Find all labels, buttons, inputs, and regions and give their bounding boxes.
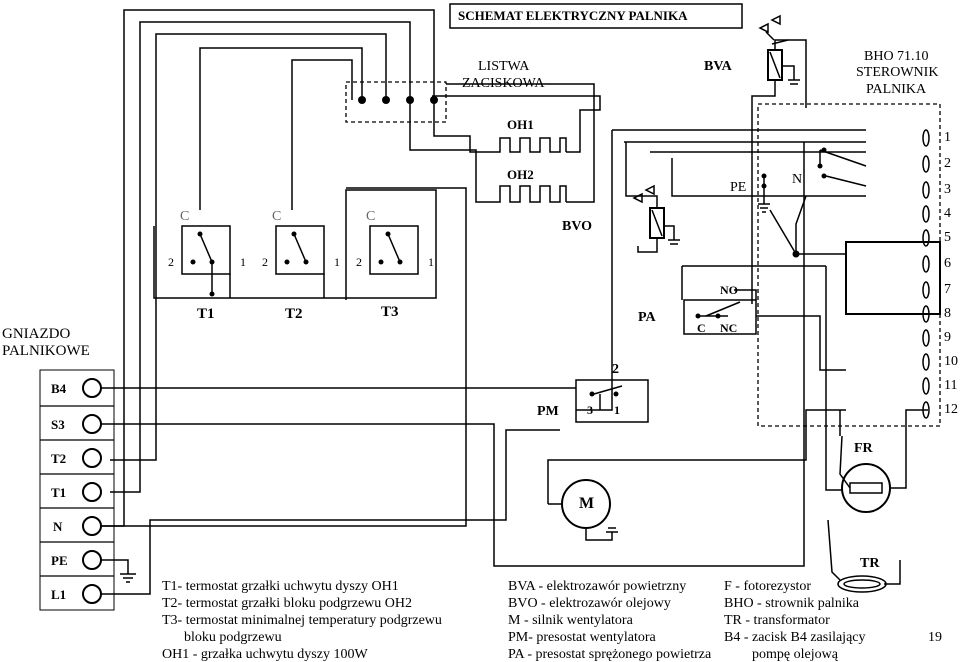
- transformer: [837, 575, 887, 593]
- t2-c-label: C: [272, 209, 282, 224]
- pin-label: 8: [944, 306, 951, 321]
- wire-t2-c: [291, 59, 353, 210]
- pm-pressostat: [575, 379, 649, 423]
- pin-label: 9: [944, 330, 951, 345]
- socket-pins: [82, 378, 102, 604]
- pin-label: 1: [944, 130, 951, 145]
- legend-item: bloku podgrzewu: [184, 630, 282, 645]
- oh1-heater: [492, 137, 567, 153]
- pm-pin-1: 1: [614, 403, 620, 417]
- wire-t2: [110, 33, 387, 461]
- bvo-label: BVO: [562, 219, 593, 234]
- pin-label: 3: [944, 182, 951, 197]
- title-box: [449, 3, 743, 29]
- terminal-strip-label-2: ZACISKOWA: [462, 76, 545, 91]
- t2-label: T2: [285, 306, 303, 322]
- t3-pin-1: 1: [428, 255, 434, 269]
- pm-pin-2: 2: [612, 362, 619, 377]
- pin-label: 7: [944, 282, 951, 297]
- socket-pin-label: PE: [51, 553, 68, 568]
- socket-title-2: PALNIKOWE: [2, 343, 90, 359]
- t1-box: [181, 225, 231, 275]
- pa-label: PA: [638, 310, 656, 325]
- t2-pin-1: 1: [334, 255, 340, 269]
- pin-label: 4: [944, 206, 951, 221]
- socket-title-1: GNIAZDO: [2, 326, 71, 342]
- socket-pin-label: T2: [51, 451, 67, 466]
- legend-item: M - silnik wentylatora: [508, 613, 633, 628]
- socket-pin-label: S3: [51, 417, 65, 432]
- t1-label: T1: [197, 306, 215, 322]
- pin-label: 11: [944, 378, 958, 393]
- pa-no-label: NO: [720, 283, 738, 297]
- t1-pin-1: 1: [240, 255, 246, 269]
- tr-label: TR: [860, 556, 880, 571]
- legend-item: T1- termostat grzałki uchwytu dyszy OH1: [162, 579, 399, 594]
- controller-pins: [922, 129, 930, 419]
- controller-model: BHO 71.10: [864, 49, 929, 64]
- fr-label: FR: [854, 441, 873, 456]
- socket-pin-label: B4: [51, 381, 67, 396]
- oh2-label: OH2: [507, 167, 534, 182]
- pin-label: 5: [944, 230, 951, 245]
- wire-n-loop: [123, 9, 435, 526]
- t3-pin-2: 2: [356, 255, 362, 269]
- pa-nc-label: NC: [720, 321, 738, 335]
- t2-pin-2: 2: [262, 255, 268, 269]
- pin-label: 10: [944, 354, 958, 369]
- diagram-title: SCHEMAT ELEKTRYCZNY PALNIKA: [458, 8, 688, 23]
- pe-label: PE: [730, 180, 747, 195]
- t2-box: [275, 225, 325, 275]
- controller-line2: STEROWNIK: [856, 65, 939, 80]
- pm-label: PM: [537, 404, 559, 419]
- pin-label: 12: [944, 402, 958, 417]
- pa-c-label: C: [697, 321, 706, 335]
- t1-pin-2: 2: [168, 255, 174, 269]
- legend-item: F - fotorezystor: [724, 579, 812, 594]
- pin-label: 2: [944, 156, 951, 171]
- oh1-label: OH1: [507, 117, 534, 132]
- legend-item: BVO - elektrozawór olejowy: [508, 596, 671, 611]
- controller-line3: PALNIKA: [866, 82, 927, 97]
- legend-item: PA - presostat sprężonego powietrza: [508, 647, 712, 662]
- legend-item: pompę olejową: [752, 647, 838, 662]
- legend-item: BVA - elektrozawór powietrzny: [508, 579, 687, 594]
- socket-pin-label: L1: [51, 587, 67, 602]
- t3-label: T3: [381, 304, 399, 320]
- legend-item: OH1 - grzałka uchwytu dyszy 100W: [162, 647, 368, 662]
- legend-item: B4 - zacisk B4 zasilający: [724, 630, 866, 645]
- motor-label: M: [579, 495, 595, 512]
- legend-item: BHO - strownik palnika: [724, 596, 859, 611]
- wire-ctrl: [199, 47, 363, 210]
- socket-pin-label: N: [53, 519, 63, 534]
- wire-t1: [110, 21, 411, 493]
- page-number: 19: [928, 630, 942, 645]
- t1-c-label: C: [180, 209, 190, 224]
- bva-label: BVA: [704, 59, 732, 74]
- terminal-strip-box: [345, 81, 447, 123]
- terminal-strip-label-1: LISTWA: [478, 59, 530, 74]
- pm-pin-3: 3: [587, 403, 593, 417]
- pin-label: 6: [944, 256, 951, 271]
- pa-pressostat: [683, 299, 757, 335]
- t3-box: [369, 225, 419, 275]
- legend-item: TR - transformator: [724, 613, 830, 628]
- socket-frame: [39, 369, 115, 611]
- legend-item: T3- termostat minimalnej temperatury pod…: [162, 613, 442, 628]
- legend-item: PM- presostat wentylatora: [508, 630, 656, 645]
- t3-c-label: C: [366, 209, 376, 224]
- legend-item: T2- termostat grzałki bloku podgrzewu OH…: [162, 596, 412, 611]
- socket-pin-label: T1: [51, 485, 67, 500]
- n-label: N: [792, 172, 803, 187]
- oh2-heater: [492, 185, 567, 203]
